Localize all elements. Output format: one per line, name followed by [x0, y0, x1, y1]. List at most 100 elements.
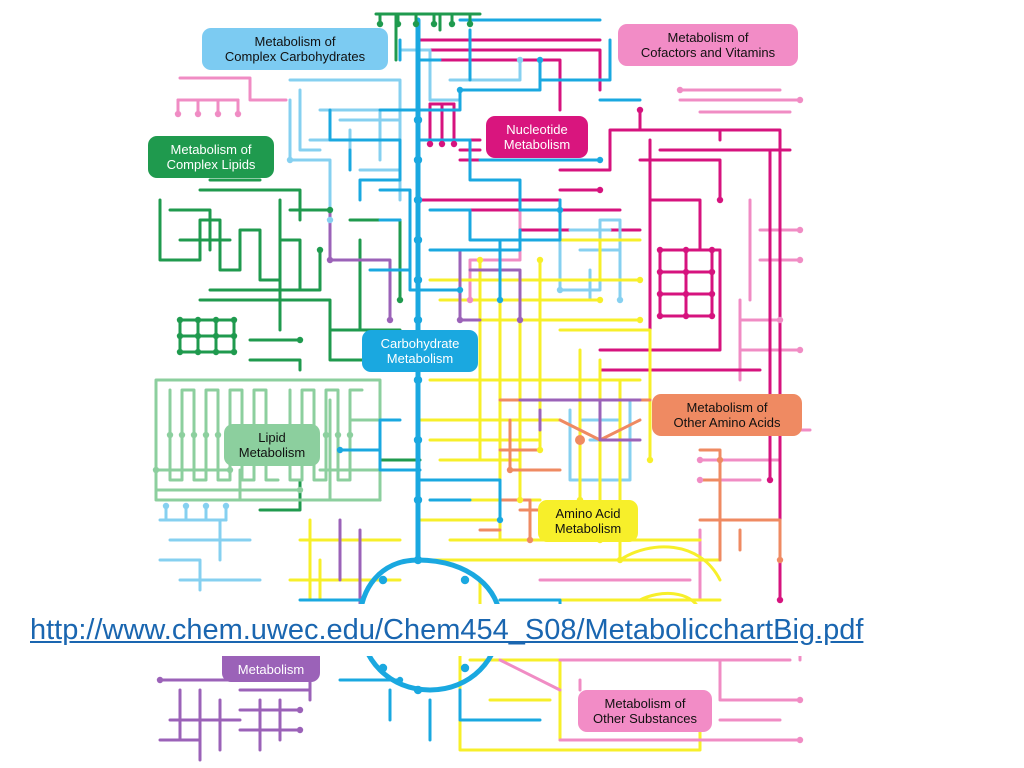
- label-complex-lipids-line1: Metabolism of: [170, 142, 252, 157]
- pathway-line: [338, 418, 422, 472]
- metabolite-node: [636, 276, 644, 284]
- label-complex-carbohydrates-line2: Complex Carbohydrates: [224, 49, 366, 64]
- metabolite-node: [226, 466, 234, 474]
- pathway-line: [158, 198, 322, 292]
- metabolite-node: [708, 246, 716, 254]
- metabolite-node: [412, 20, 420, 28]
- pathway-line: [238, 398, 382, 502]
- metabolite-node: [212, 316, 220, 324]
- label-lipid-line2: Metabolism: [238, 445, 306, 460]
- pathway-line: [168, 198, 332, 332]
- label-amino-acid-line2: Metabolism: [554, 521, 622, 536]
- metabolite-node: [682, 268, 690, 276]
- pathway-line: [288, 98, 342, 222]
- label-other-substances: Metabolism of Other Substances: [578, 690, 712, 732]
- metabolite-node: [166, 431, 174, 439]
- pathway-line: [518, 398, 642, 442]
- pathway-line: [198, 178, 302, 222]
- pathway-line: [418, 418, 562, 502]
- metabolite-node: [413, 375, 423, 385]
- metabolite-node: [326, 256, 334, 264]
- metabolite-node: [796, 696, 804, 704]
- metabolite-node: [190, 431, 198, 439]
- metabolite-node: [202, 502, 210, 510]
- pathway-line: [288, 388, 364, 482]
- metabolite-node: [286, 156, 294, 164]
- metabolite-node: [194, 332, 202, 340]
- metabolite-node: [556, 206, 564, 214]
- label-nucleotide-line2: Metabolism: [503, 137, 571, 152]
- metabolite-node: [456, 286, 464, 294]
- metabolite-node: [386, 316, 394, 324]
- metabolite-node: [176, 332, 184, 340]
- label-complex-lipids: Metabolism of Complex Lipids: [148, 136, 274, 178]
- pathway-line: [638, 128, 792, 382]
- metabolite-node: [396, 676, 404, 684]
- metabolite-node: [413, 115, 423, 125]
- pathway-line: [458, 18, 612, 82]
- label-lipid-line1: Lipid: [258, 430, 286, 445]
- source-link[interactable]: http://www.chem.uwec.edu/Chem454_S08/Met…: [30, 614, 864, 646]
- metabolite-node: [326, 216, 334, 224]
- metabolite-node: [413, 495, 423, 505]
- label-other-substances-line1: Metabolism of: [604, 696, 686, 711]
- pathway-line: [158, 718, 242, 742]
- metabolite-node: [214, 110, 222, 118]
- metabolite-node: [496, 296, 504, 304]
- pathway-line: [638, 128, 722, 202]
- label-nucleotide-line1: Nucleotide: [506, 122, 568, 137]
- pathway-line: [558, 208, 622, 302]
- metabolite-node: [646, 456, 654, 464]
- metabolite-node: [212, 332, 220, 340]
- pathway-line: [418, 38, 602, 112]
- metabolite-node: [656, 246, 664, 254]
- pathway-line: [154, 378, 382, 502]
- pathway-line: [498, 658, 802, 742]
- metabolite-node: [536, 256, 544, 264]
- pathway-line: [388, 688, 542, 742]
- metabolite-node: [636, 106, 644, 114]
- metabolite-node: [596, 186, 604, 194]
- metabolite-node: [234, 110, 242, 118]
- metabolite-node: [376, 20, 384, 28]
- label-cofactors-vitamins-line2: Cofactors and Vitamins: [640, 45, 776, 60]
- metabolite-node: [766, 476, 774, 484]
- metabolite-node: [708, 312, 716, 320]
- metabolite-node: [526, 536, 534, 544]
- pathway-line: [498, 398, 652, 472]
- metabolite-node: [456, 86, 464, 94]
- metabolite-node: [466, 296, 474, 304]
- metabolite-node: [316, 246, 324, 254]
- metabolite-node: [476, 256, 484, 264]
- metabolite-node: [378, 575, 388, 585]
- metabolite-node: [413, 195, 423, 205]
- label-nucleotide: Nucleotide Metabolism: [486, 116, 588, 158]
- metabolite-node: [230, 348, 238, 356]
- pathway-line: [428, 228, 522, 252]
- pathway-line: [338, 138, 402, 202]
- label-carbohydrate-line2: Metabolism: [386, 351, 454, 366]
- metabolite-node: [656, 290, 664, 298]
- metabolite-node: [796, 226, 804, 234]
- metabolite-node: [413, 435, 423, 445]
- metabolite-node: [394, 20, 402, 28]
- metabolite-node: [716, 456, 724, 464]
- pathway-line: [418, 138, 602, 212]
- metabolite-node: [413, 315, 423, 325]
- label-carbohydrate: Carbohydrate Metabolism: [362, 330, 478, 372]
- metabolite-node: [596, 156, 604, 164]
- metabolite-node: [575, 435, 585, 445]
- pathway-line: [558, 108, 642, 192]
- metabolite-node: [716, 196, 724, 204]
- label-amino-acid-line1: Amino Acid: [555, 506, 621, 521]
- label-other-amino-acids: Metabolism of Other Amino Acids: [652, 394, 802, 436]
- label-complex-lipids-line2: Complex Lipids: [166, 157, 256, 172]
- label-glycan: Metabolism: [222, 656, 320, 682]
- pathway-line: [478, 498, 542, 542]
- pathway-line: [168, 388, 280, 482]
- metabolite-node: [516, 56, 524, 64]
- metabolite-node: [214, 431, 222, 439]
- metabolite-node: [682, 290, 690, 298]
- metabolite-node: [536, 56, 544, 64]
- metabolite-node: [326, 206, 334, 214]
